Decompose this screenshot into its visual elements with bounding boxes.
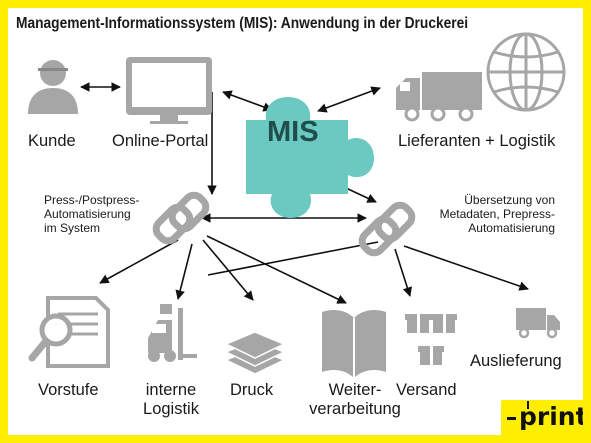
internal-logistics-label: interne Logistik: [143, 381, 199, 418]
document-magnifier-icon: [28, 296, 110, 368]
print-label: Druck: [230, 381, 274, 399]
arrow-to-delivery: [403, 245, 529, 291]
forklift-icon: [148, 304, 197, 362]
prepress-label: Vorstufe: [38, 381, 99, 399]
globe-icon: [486, 32, 566, 112]
arrow-portal-mis: [222, 90, 273, 112]
shipping-label: Versand: [396, 381, 457, 399]
arrow-to-print: [202, 239, 254, 301]
mis-label: MIS: [267, 116, 319, 148]
monitor-icon: [126, 57, 212, 124]
logo-tick: [527, 401, 529, 409]
mis-puzzle-icon: [246, 97, 374, 218]
diagram-canvas: [28, 32, 566, 378]
finishing-label: Weiter- verarbeitung: [309, 381, 401, 418]
paper-stack-icon: [224, 331, 286, 375]
customer-label: Kunde: [28, 132, 76, 150]
arrow-to-shipping: [394, 248, 412, 297]
chain-link-left-icon: [152, 191, 210, 245]
gift-boxes-icon: [405, 314, 457, 365]
delivery-label: Auslieferung: [470, 352, 562, 370]
logo-text: print: [519, 402, 588, 431]
arrow-mis-suppliers: [317, 86, 381, 113]
diagram-title: Management-Informationssystem (MIS): Anw…: [16, 15, 469, 32]
line-right-link-left: [207, 241, 379, 276]
user-icon: [28, 60, 78, 114]
arrow-to-prepress: [99, 239, 179, 284]
delivery-truck-icon: [516, 308, 560, 339]
right-link-note: Übersetzung von Metadaten, Prepress- Aut…: [439, 193, 555, 235]
arrow-to-internal-logistics: [175, 243, 193, 300]
suppliers-label: Lieferanten + Logistik: [398, 132, 556, 150]
book-icon: [322, 310, 386, 378]
left-link-note: Press-/Postpress- Automatisierung im Sys…: [44, 193, 140, 235]
chain-link-right-icon: [358, 201, 416, 257]
truck-globe-icon: [396, 72, 482, 122]
online-portal-label: Online-Portal: [112, 132, 209, 150]
arrow-to-finishing: [206, 235, 347, 304]
logo-dash: [507, 417, 516, 420]
print-logo: print: [501, 400, 583, 435]
